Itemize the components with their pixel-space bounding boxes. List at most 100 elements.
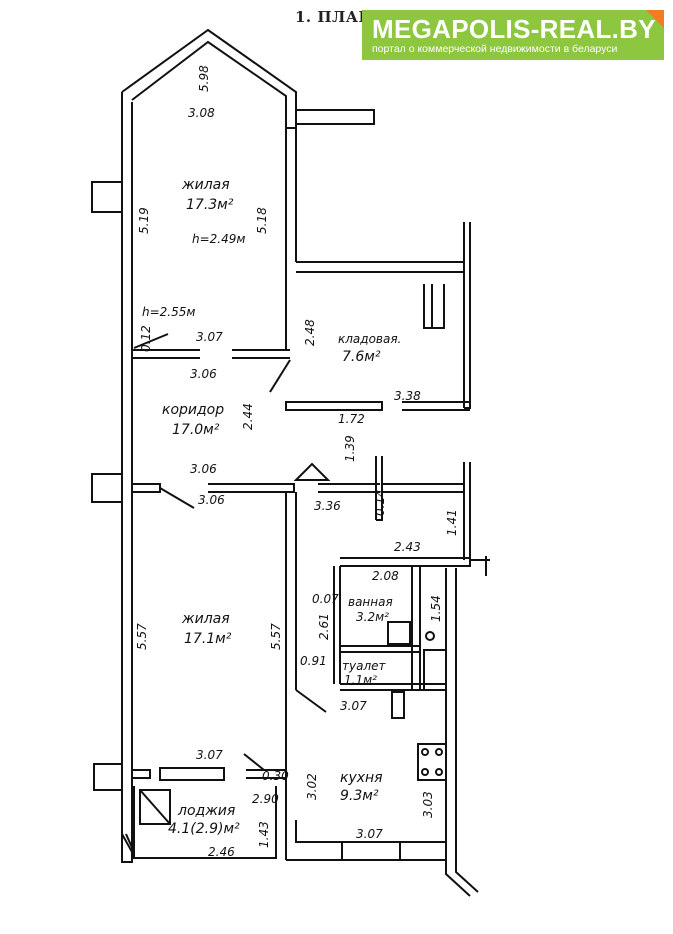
- dim-label: 3.06: [190, 367, 217, 381]
- dim-label: 3.06: [198, 493, 225, 507]
- loggia-outline: [133, 786, 277, 859]
- wall-corridor-bottom-left: [132, 483, 161, 493]
- outer-wall-left: [121, 92, 133, 863]
- dim-label: 3.07: [356, 827, 383, 841]
- dim-label: 3.07: [196, 748, 223, 762]
- dim-label: 1.41: [445, 509, 459, 536]
- sink-fixture: [425, 631, 435, 641]
- dim-label: 1.43: [257, 821, 271, 848]
- pantry-shelf: [423, 284, 445, 329]
- door-swing-loggia: [243, 753, 265, 771]
- dim-label: 1.72: [338, 412, 365, 426]
- dim-label: 0.07: [312, 592, 339, 606]
- wall-pantry-right: [463, 222, 471, 409]
- dim-label: 5.18: [255, 207, 269, 234]
- dim-label: 5.19: [137, 207, 151, 234]
- wall-stub-right: [470, 556, 490, 576]
- room-name-living1: жилая: [182, 177, 230, 193]
- room-name-pantry: кладовая.: [338, 332, 402, 346]
- loggia-corner: [121, 833, 135, 853]
- dim-label: 2.43: [394, 540, 421, 554]
- wall-kitchen-bottom: [286, 820, 446, 861]
- wall-pantry-bottom-right: [402, 401, 470, 411]
- wall-kitchen-right: [445, 568, 479, 897]
- room-area-kitchen: 9.3м²: [340, 788, 379, 804]
- room-name-kitchen: кухня: [340, 770, 383, 786]
- room-height-corridor: h=2.55м: [142, 305, 196, 319]
- dim-label: 2.08: [372, 569, 399, 583]
- wall-pillar-3: [93, 763, 123, 791]
- dim-label: 0.91: [300, 654, 327, 668]
- stove: [417, 743, 447, 781]
- vent-shaft: [293, 462, 331, 481]
- plan-title: 1. ПЛАН: [295, 8, 374, 26]
- dim-label: 3.03: [421, 791, 435, 818]
- dim-label: 2.48: [303, 319, 317, 346]
- dim-label: 2.61: [317, 613, 331, 640]
- wall-pillar-2: [91, 473, 123, 503]
- wall-corr-right-lower: [382, 483, 464, 493]
- dim-label: 5.57: [269, 623, 283, 650]
- room-area-corridor: 17.0м²: [172, 422, 220, 438]
- dim-label: 2.46: [208, 845, 235, 859]
- living2-window: [159, 767, 225, 781]
- bath-fixture: [387, 621, 447, 691]
- room-height-living1: h=2.49м: [192, 232, 246, 246]
- wall-stub-top-right: [296, 109, 375, 125]
- room-area-toilet: 1.1м²: [344, 673, 377, 687]
- wall-bath-toilet: [340, 645, 420, 653]
- door-swing-living1: [133, 333, 169, 349]
- dim-label: 0.14: [373, 489, 387, 516]
- wall-pillar-1: [91, 181, 123, 213]
- dim-label: 0.30: [262, 769, 289, 783]
- wall-living1-bottom-right: [232, 349, 290, 359]
- room-name-toilet: туалет: [342, 659, 386, 673]
- wall-living1-bottom: [132, 349, 200, 359]
- wall-bath-right: [411, 566, 421, 690]
- banner-corner-icon: [646, 10, 664, 28]
- banner-logo: MEGAPOLIS-REAL.BY: [372, 14, 656, 44]
- room-name-corridor: коридор: [162, 402, 225, 418]
- kitchen-window: [341, 842, 401, 860]
- toilet-fixture: [391, 691, 405, 719]
- site-banner[interactable]: MEGAPOLIS-REAL.BY портал о коммерческой …: [362, 10, 664, 60]
- banner-tagline: портал о коммерческой недвижимости в бел…: [372, 43, 618, 55]
- dim-label: 3.07: [196, 330, 223, 344]
- dim-label: 5.98: [197, 65, 211, 92]
- dim-label: 3.02: [305, 773, 319, 800]
- room-area-loggia: 4.1(2.9)м²: [168, 821, 240, 837]
- room-area-living2: 17.1м²: [184, 631, 232, 647]
- dim-label: 5.57: [135, 623, 149, 650]
- room-area-bathroom: 3.2м²: [356, 610, 389, 624]
- dim-label: 3.08: [188, 106, 215, 120]
- wall-bath-left: [333, 566, 341, 684]
- room-area-living1: 17.3м²: [186, 197, 234, 213]
- door-swing-corr: [159, 487, 195, 509]
- wall-bath-top: [340, 557, 471, 567]
- dim-label: 3.06: [190, 462, 217, 476]
- door-swing-living2: [295, 689, 327, 713]
- wall-living2-bottom-right: [246, 769, 286, 779]
- dim-label: 1.54: [429, 595, 443, 622]
- room-area-pantry: 7.6м²: [342, 349, 381, 365]
- wall-corridor-bottom-right: [318, 483, 380, 493]
- pantry-door: [269, 359, 291, 393]
- dim-label: 3.36: [314, 499, 341, 513]
- wall-living2-right: [285, 492, 297, 860]
- dim-label: 3.07: [340, 699, 367, 713]
- dim-label: 0.12: [139, 325, 153, 352]
- room-name-bathroom: ванная: [348, 595, 393, 609]
- wall-living1-right: [285, 128, 297, 350]
- dim-label: 3.38: [394, 389, 421, 403]
- wall-corridor-bottom: [208, 483, 295, 493]
- wall-corr-right-upper: [375, 456, 383, 521]
- wall-right-mid: [463, 462, 471, 560]
- wall-pantry-bottom: [285, 401, 383, 411]
- wall-living2-bottom: [132, 769, 151, 779]
- dim-label: 2.90: [252, 792, 279, 806]
- gable-wall: [121, 28, 297, 129]
- wall-pantry-top: [296, 261, 464, 273]
- room-name-living2: жилая: [182, 611, 230, 627]
- dim-label: 1.39: [343, 435, 357, 462]
